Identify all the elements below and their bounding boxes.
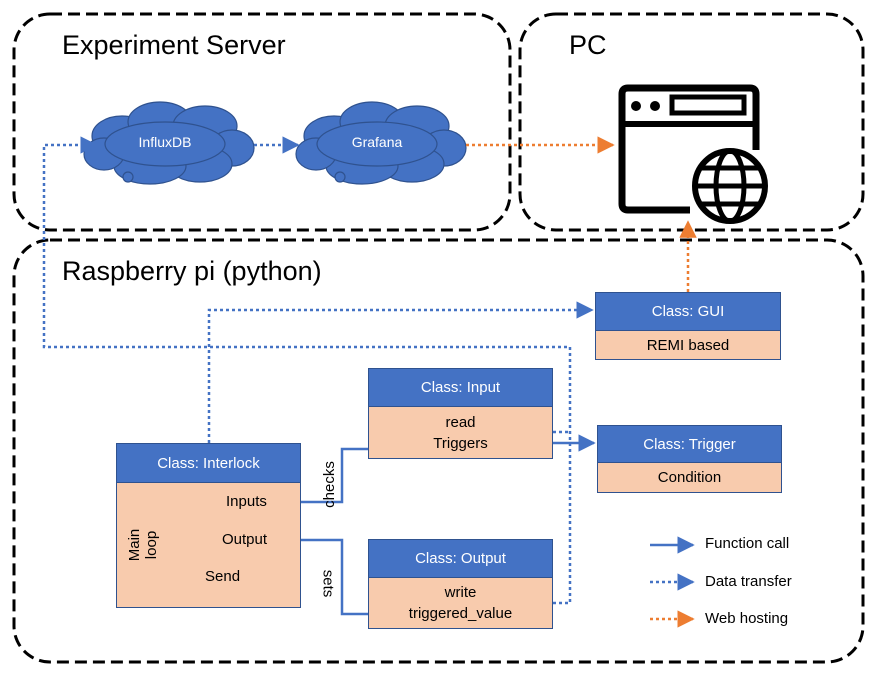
output-class-header: Class: Output: [368, 539, 553, 578]
input-class-header: Class: Input: [368, 368, 553, 407]
data-to-influxdb-line: [42, 136, 572, 605]
sets-label: sets: [319, 569, 337, 598]
interlock-to-gui-arrow: [207, 301, 594, 443]
gui-class-header: Class: GUI: [595, 292, 781, 331]
input-class-body: read Triggers: [368, 407, 553, 459]
trigger-class-header: Class: Trigger: [597, 425, 782, 463]
gui-class-line: REMI based: [646, 336, 730, 354]
trigger-class-body: Condition: [597, 463, 782, 493]
influxdb-label: InfluxDB: [138, 134, 192, 150]
interlock-send-label: Send: [205, 568, 241, 585]
experiment-server-region: [12, 12, 512, 232]
influxdb-cloud: [83, 101, 255, 185]
checks-label: checks: [320, 461, 338, 508]
pc-title: PC: [569, 30, 607, 60]
legend-function-call-label: Function call: [705, 535, 790, 552]
gui-class-body: REMI based: [595, 331, 781, 360]
legend-web-hosting-label: Web hosting: [705, 610, 789, 627]
interlock-output-label: Output: [222, 531, 268, 548]
experiment-server-title: Experiment Server: [62, 30, 286, 60]
main-loop-label: Main loop: [126, 528, 160, 562]
output-class-line-write: write: [444, 584, 477, 601]
output-class-line-triggered: triggered_value: [408, 605, 513, 622]
pc-region: [518, 12, 865, 232]
grafana-cloud: [295, 101, 467, 185]
interlock-class-header: Class: Interlock: [116, 443, 301, 483]
input-class-line-triggers: Triggers: [433, 434, 488, 452]
interlock-inputs-label: Inputs: [226, 493, 267, 510]
browser-window-globe-icon: [618, 84, 768, 224]
output-class-body: write triggered_value: [368, 578, 553, 629]
raspberry-pi-title: Raspberry pi (python): [62, 256, 322, 286]
trigger-class-line: Condition: [657, 469, 722, 486]
input-class-line-read: read: [445, 413, 476, 431]
interlock-class-body: [116, 483, 301, 608]
grafana-label: Grafana: [351, 134, 403, 150]
legend-data-transfer-label: Data transfer: [705, 573, 792, 590]
raspberry-pi-region: [12, 238, 865, 664]
